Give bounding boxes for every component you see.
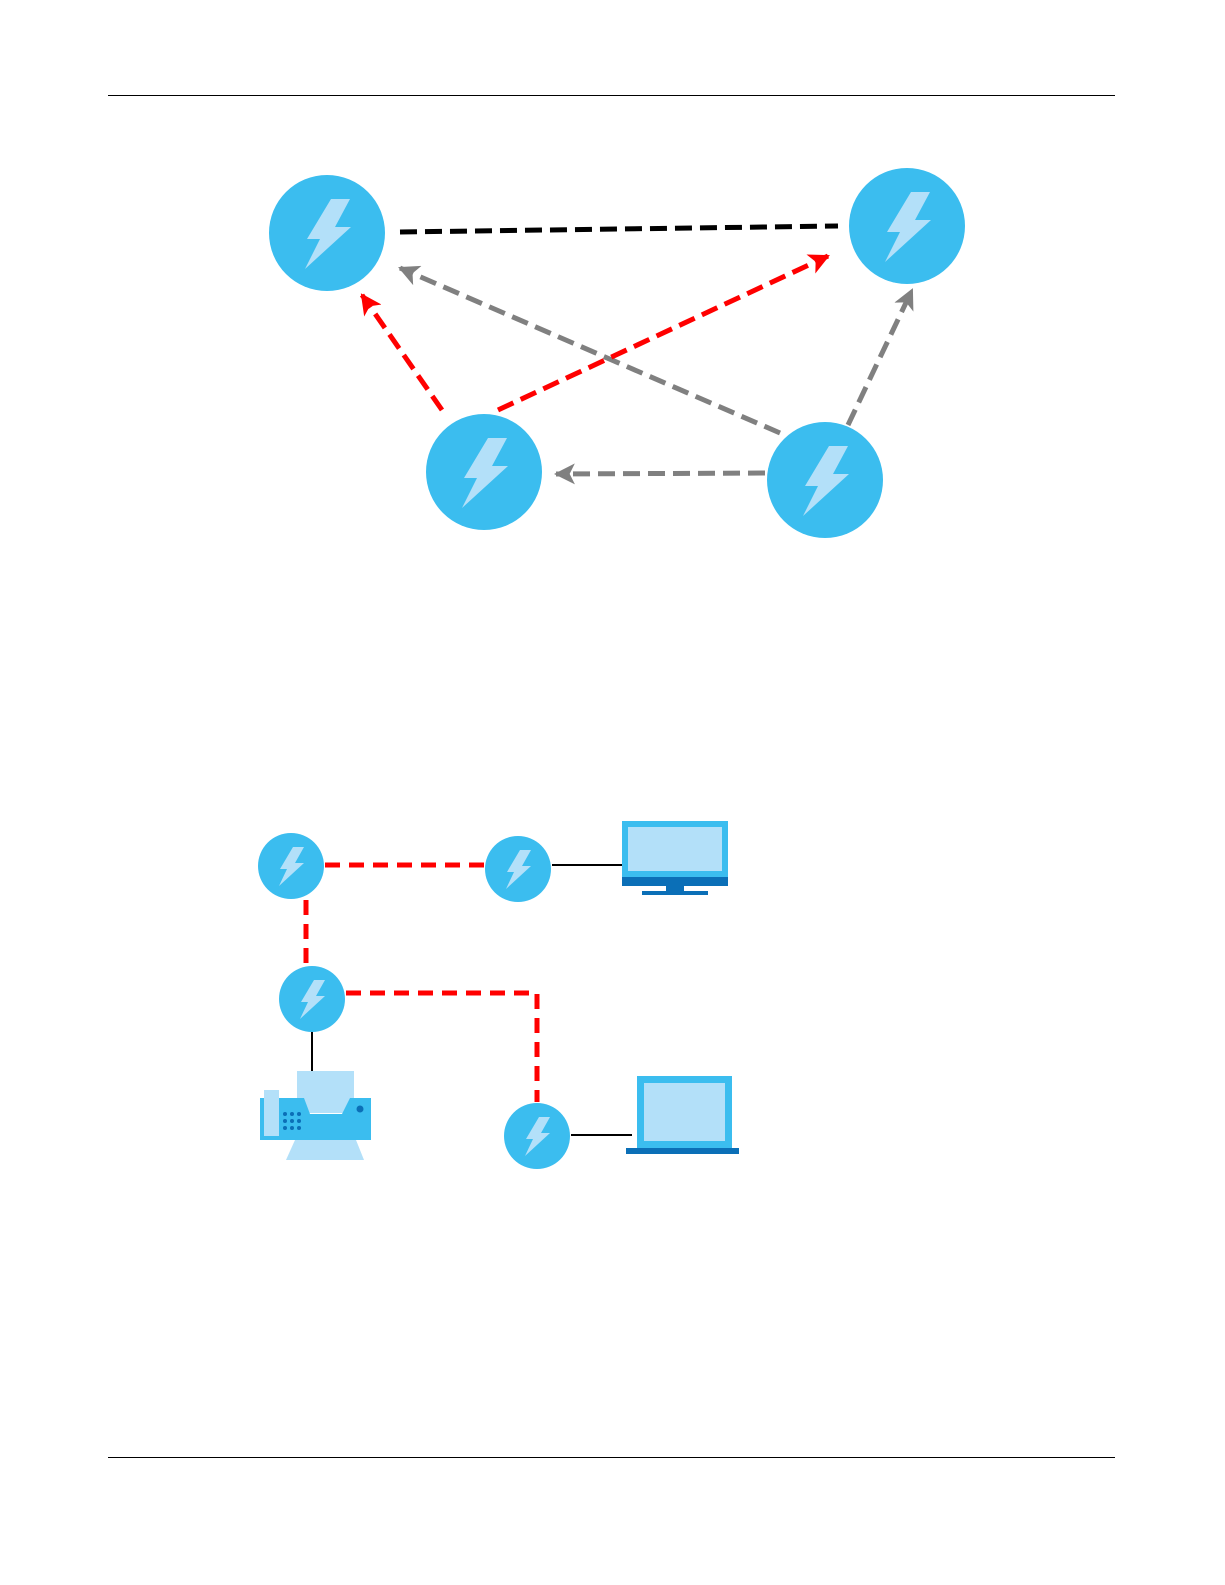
powerline-bolt-icon (279, 966, 345, 1032)
powerline-bolt-icon (767, 422, 883, 538)
powerline-bolt-icon (269, 175, 385, 291)
link-bottom-right-to-top-right (848, 290, 912, 425)
header-rule (108, 95, 1115, 96)
powerline-bolt-icon (849, 168, 965, 284)
link-bottom-left-to-top-left (362, 295, 442, 410)
mesh-diagram (0, 140, 1225, 580)
powerline-bolt-icon (258, 833, 324, 899)
link-top-left-top-right (400, 226, 838, 232)
powerline-bolt-icon (504, 1103, 570, 1169)
laptop-icon (626, 1076, 739, 1154)
fax-printer-icon (260, 1071, 371, 1160)
footer-rule (108, 1457, 1115, 1458)
link-bottom-right-to-bottom-left (556, 473, 765, 474)
powerline-bolt-icon (485, 836, 551, 902)
link-node-c-node-d (346, 993, 537, 1102)
desktop-monitor-icon (622, 821, 728, 895)
path-diagram (0, 800, 1225, 1200)
powerline-bolt-icon (426, 414, 542, 530)
link-bottom-right-to-top-left (400, 268, 780, 433)
